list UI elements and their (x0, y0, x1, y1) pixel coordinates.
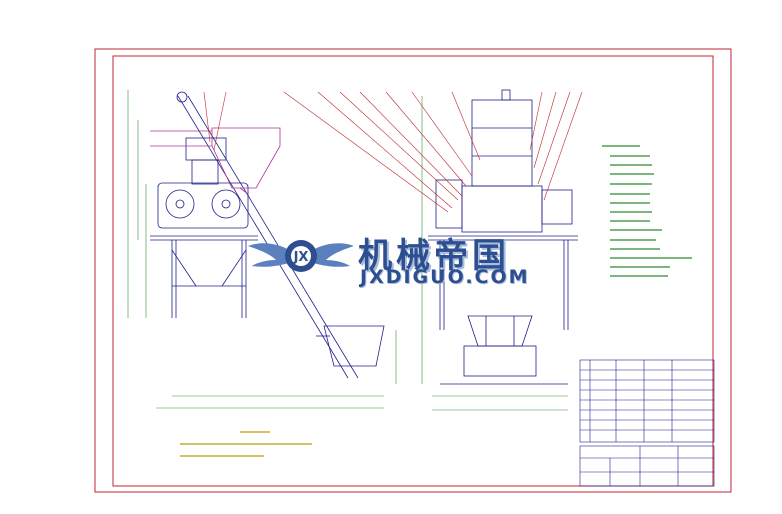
side-elevation-view (150, 91, 385, 379)
title-block (579, 445, 715, 487)
watermark-english: JXDIGUO.COM (360, 266, 530, 288)
hoist-rail-upper (177, 95, 349, 379)
watermark-logo: JX (248, 240, 354, 272)
technical-notes (180, 431, 312, 457)
dimension-lines (127, 90, 568, 411)
feed-hopper (323, 325, 385, 367)
sheet-outer-border (94, 48, 732, 493)
front-elevation-view (428, 89, 578, 385)
parts-list-table (579, 359, 715, 443)
mixer-drum (157, 182, 249, 229)
right-wing-icon (304, 243, 354, 267)
left-wing-icon (248, 243, 298, 267)
mixer-wheel-left (165, 189, 195, 219)
discharge-hopper (467, 315, 533, 347)
mixer-wheel-right (211, 189, 241, 219)
svg-text:JX: JX (293, 250, 309, 265)
spec-notes (602, 145, 692, 277)
leader-lines (203, 91, 583, 213)
sheet-inner-border (112, 55, 714, 487)
weighing-hopper (150, 127, 281, 195)
hoist-rail-lower (187, 95, 359, 379)
watermark-chinese: 机械帝国 (358, 236, 510, 276)
mixer-body-front (461, 185, 543, 233)
